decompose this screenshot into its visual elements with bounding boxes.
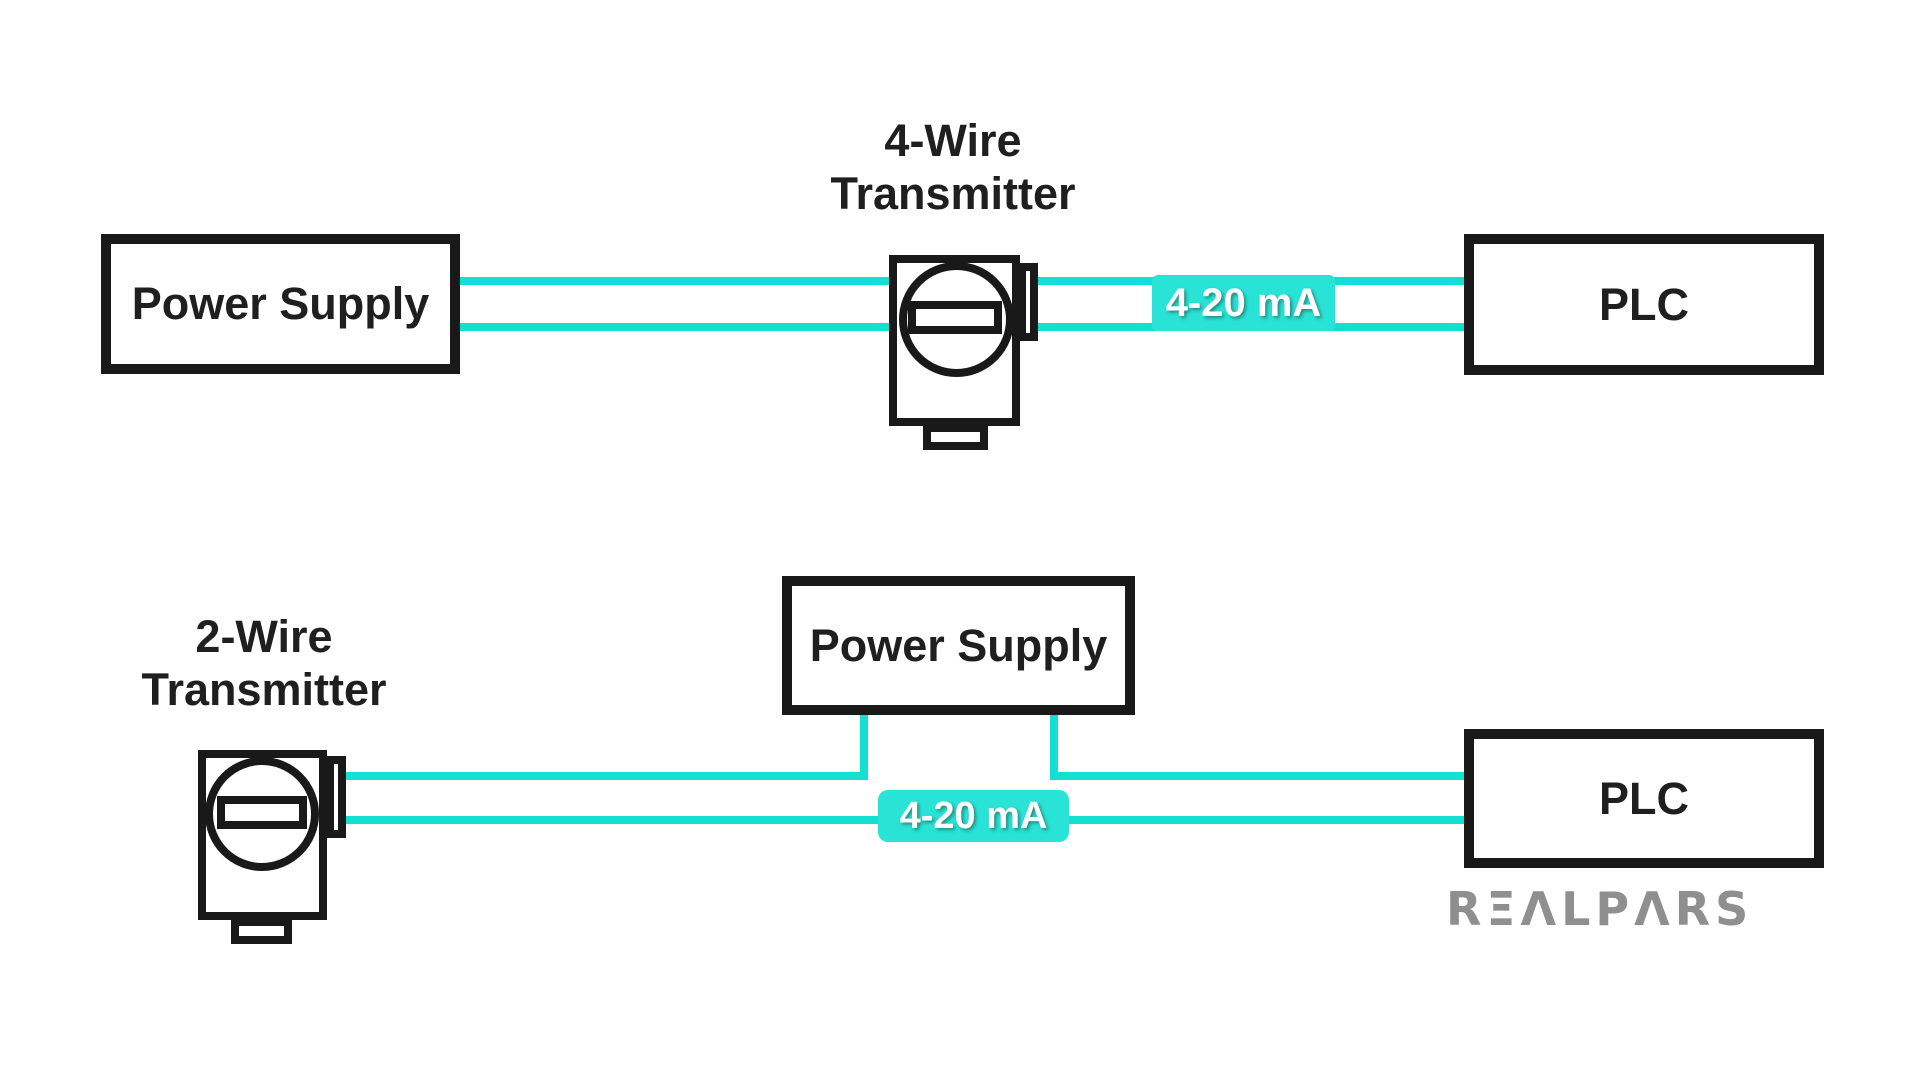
title-line-2: Transmitter bbox=[830, 168, 1076, 219]
transmitter-neck bbox=[231, 918, 292, 944]
four-wire-transmitter-title: 4-Wire Transmitter bbox=[703, 114, 1203, 220]
plc-label: PLC bbox=[1599, 278, 1689, 330]
plc-box-top: PLC bbox=[1464, 234, 1824, 375]
wire-bottom-upper-left-segment bbox=[346, 772, 868, 780]
power-supply-label: Power Supply bbox=[131, 278, 430, 329]
wire-bottom-upper-right-segment bbox=[1050, 772, 1464, 780]
wire-top-left-upper bbox=[460, 277, 889, 285]
transmitter-display-slot bbox=[217, 796, 307, 829]
realpars-logo: RΞΛLPΛRS bbox=[1446, 882, 1754, 936]
plc-box-bottom: PLC bbox=[1464, 729, 1824, 868]
title-line-1: 2-Wire bbox=[195, 611, 333, 662]
two-wire-transmitter-title: 2-Wire Transmitter bbox=[14, 610, 514, 716]
plc-label: PLC bbox=[1599, 772, 1689, 824]
wire-top-left-lower bbox=[460, 323, 889, 331]
signal-label-bottom: 4-20 mA bbox=[878, 790, 1069, 842]
power-supply-drop-wire-right bbox=[1050, 712, 1058, 780]
transmitter-neck bbox=[923, 424, 988, 450]
signal-label-text: 4-20 mA bbox=[899, 794, 1048, 837]
title-line-2: Transmitter bbox=[141, 664, 387, 715]
power-supply-box-bottom: Power Supply bbox=[782, 576, 1135, 715]
signal-label-top: 4-20 mA bbox=[1152, 275, 1335, 331]
transmitter-display-slot bbox=[908, 301, 1002, 334]
transmitter-side-tab bbox=[326, 756, 346, 838]
power-supply-label: Power Supply bbox=[809, 619, 1108, 671]
power-supply-box-top: Power Supply bbox=[101, 234, 460, 374]
signal-label-text: 4-20 mA bbox=[1165, 280, 1322, 325]
power-supply-drop-wire-left bbox=[860, 712, 868, 780]
title-line-1: 4-Wire bbox=[884, 115, 1022, 166]
transmitter-side-tab bbox=[1018, 263, 1038, 341]
